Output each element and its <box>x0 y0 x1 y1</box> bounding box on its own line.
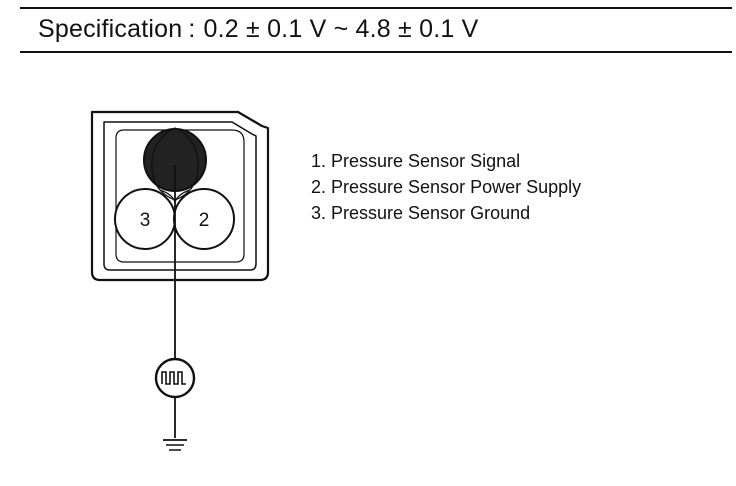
specification-value: 0.2 ± 0.1 V ~ 4.8 ± 0.1 V <box>203 15 479 43</box>
wire-loop-right <box>174 127 199 201</box>
ground-symbol-icon <box>163 439 187 451</box>
legend-item-power-supply: 2. Pressure Sensor Power Supply <box>311 177 582 197</box>
connector-housing-inner <box>103 121 257 271</box>
connector-housing-outer <box>90 110 270 282</box>
specification-label: Specification <box>38 15 183 43</box>
pin-2-label: 2 <box>199 210 210 231</box>
legend-item-ground: 3. Pressure Sensor Ground <box>311 203 531 223</box>
pin-legend: 1. Pressure Sensor Signal 2. Pressure Se… <box>311 148 581 226</box>
legend-item-pressure-signal: 1. Pressure Sensor Signal <box>311 151 521 171</box>
waveform-meter-icon <box>154 357 196 399</box>
wire-loop-left <box>151 127 176 201</box>
specification-bar: Specification:0.2 ± 0.1 V ~ 4.8 ± 0.1 V <box>20 7 732 53</box>
specification-text: Specification:0.2 ± 0.1 V ~ 4.8 ± 0.1 V <box>38 15 479 44</box>
specification-separator: : <box>188 15 196 43</box>
pin-3-label: 3 <box>140 210 151 231</box>
pin-2-power <box>173 188 235 250</box>
connector-cavity <box>115 129 245 263</box>
